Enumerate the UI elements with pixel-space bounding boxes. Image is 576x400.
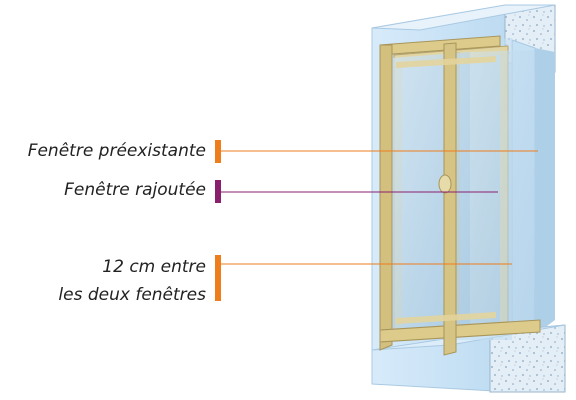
gap-marker bbox=[215, 255, 221, 301]
added-marker bbox=[215, 180, 221, 203]
label-added-window: Fenêtre rajoutée bbox=[64, 180, 206, 200]
preexisting-marker bbox=[215, 140, 221, 163]
label-gap-line1: 12 cm entre bbox=[102, 257, 206, 277]
label-preexisting-window: Fenêtre préexistante bbox=[27, 141, 206, 161]
added-window bbox=[379, 35, 541, 356]
label-gap-line2: les deux fenêtres bbox=[58, 285, 206, 305]
